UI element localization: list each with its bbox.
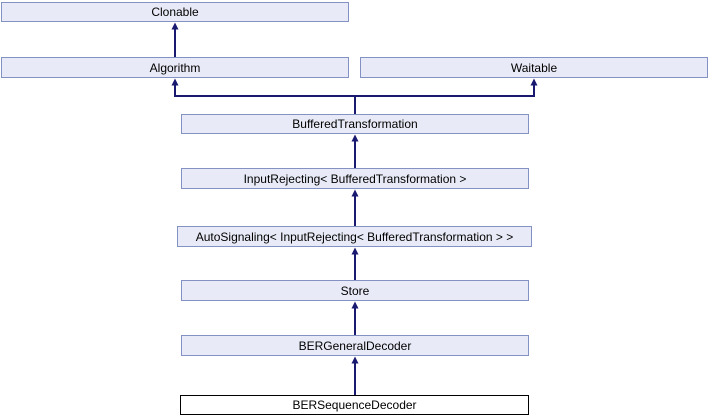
- class-node-inputrejecting[interactable]: InputRejecting< BufferedTransformation >: [181, 168, 529, 189]
- class-node-bufferedtransformation[interactable]: BufferedTransformation: [181, 114, 529, 134]
- class-node-bergeneraldecoder[interactable]: BERGeneralDecoder: [181, 335, 529, 356]
- class-node-algorithm[interactable]: Algorithm: [1, 57, 349, 78]
- edge-autosignaling-to-inputrejecting: [351, 189, 359, 226]
- class-node-waitable[interactable]: Waitable: [360, 57, 708, 78]
- edge-algorithm-to-clonable: [171, 22, 179, 57]
- edge-bufferedtransformation-to-algorithm-and-waitable: [171, 78, 538, 114]
- edge-inputrejecting-to-bufferedtransformation: [351, 134, 359, 168]
- class-node-autosignaling[interactable]: AutoSignaling< InputRejecting< BufferedT…: [177, 226, 532, 247]
- class-node-clonable[interactable]: Clonable: [1, 2, 349, 22]
- class-node-store[interactable]: Store: [181, 280, 529, 301]
- edge-bergeneraldecoder-to-store: [351, 301, 359, 335]
- class-node-bersequencedecoder: BERSequenceDecoder: [180, 395, 529, 415]
- edge-bersequencedecoder-to-bergeneraldecoder: [351, 356, 359, 395]
- edge-store-to-autosignaling: [351, 247, 359, 280]
